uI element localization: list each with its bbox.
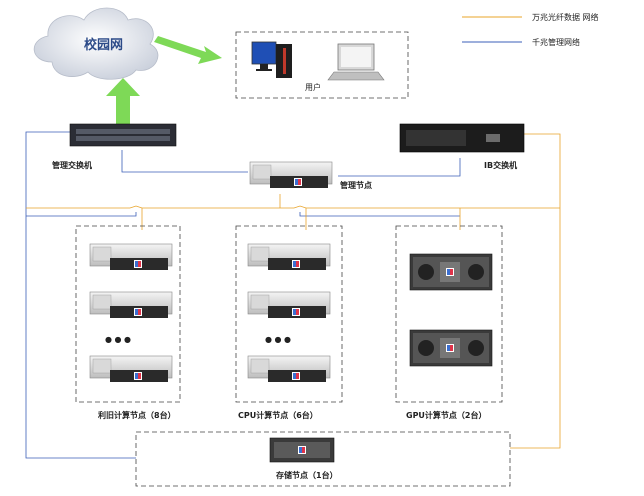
campus-network-cloud: 校园网 (33, 7, 159, 80)
management-switch: 管理交换机 (52, 123, 177, 170)
cpu-server-1 (247, 243, 331, 271)
gigabit-management-links (25, 131, 461, 459)
switch-to-campus-arrow (106, 78, 140, 124)
storage-group: 存储节点（1台） (135, 431, 511, 487)
legacy-group-label: 利旧计算节点（8台） (97, 410, 176, 420)
cpu-ellipsis: ● ● ● (265, 335, 291, 344)
cpu-server-2 (247, 291, 331, 319)
ib-switch-label: IB交换机 (484, 160, 517, 170)
users-label: 用户 (305, 82, 321, 92)
gpu-server-1 (409, 253, 493, 291)
management-node-label: 管理节点 (340, 180, 372, 190)
management-switch-label: 管理交换机 (52, 160, 92, 170)
desktop-computer-icon (251, 41, 292, 78)
campus-to-users-arrow (154, 36, 222, 64)
gpu-server-2 (409, 329, 493, 367)
laptop-icon (327, 43, 385, 81)
storage-group-label: 存储节点（1台） (275, 470, 338, 480)
cpu-group-label: CPU计算节点（6台） (238, 410, 318, 420)
legacy-compute-group: ● ● ● 利旧计算节点（8台） (75, 225, 181, 420)
legacy-ellipsis: ● ● ● (105, 335, 131, 344)
cpu-compute-group: ● ● ● CPU计算节点（6台） (235, 225, 343, 420)
gpu-compute-group: GPU计算节点（2台） (395, 225, 503, 420)
ib-switch: IB交换机 (399, 123, 525, 170)
legend: 万兆光纤数据 网络 千兆管理网络 (462, 12, 599, 47)
legacy-server-1 (89, 243, 173, 271)
fiber-data-links (26, 133, 561, 449)
legacy-server-3 (89, 355, 173, 383)
legend-gigabit-label: 千兆管理网络 (532, 37, 580, 47)
users-box: 用户 (235, 31, 409, 99)
cpu-server-3 (247, 355, 331, 383)
legend-fiber-label: 万兆光纤数据 网络 (532, 12, 599, 22)
cloud-label: 校园网 (84, 37, 123, 53)
gpu-group-label: GPU计算节点（2台） (406, 410, 487, 420)
management-node: 管理节点 (249, 161, 372, 190)
storage-server (269, 437, 335, 463)
legacy-server-2 (89, 291, 173, 319)
